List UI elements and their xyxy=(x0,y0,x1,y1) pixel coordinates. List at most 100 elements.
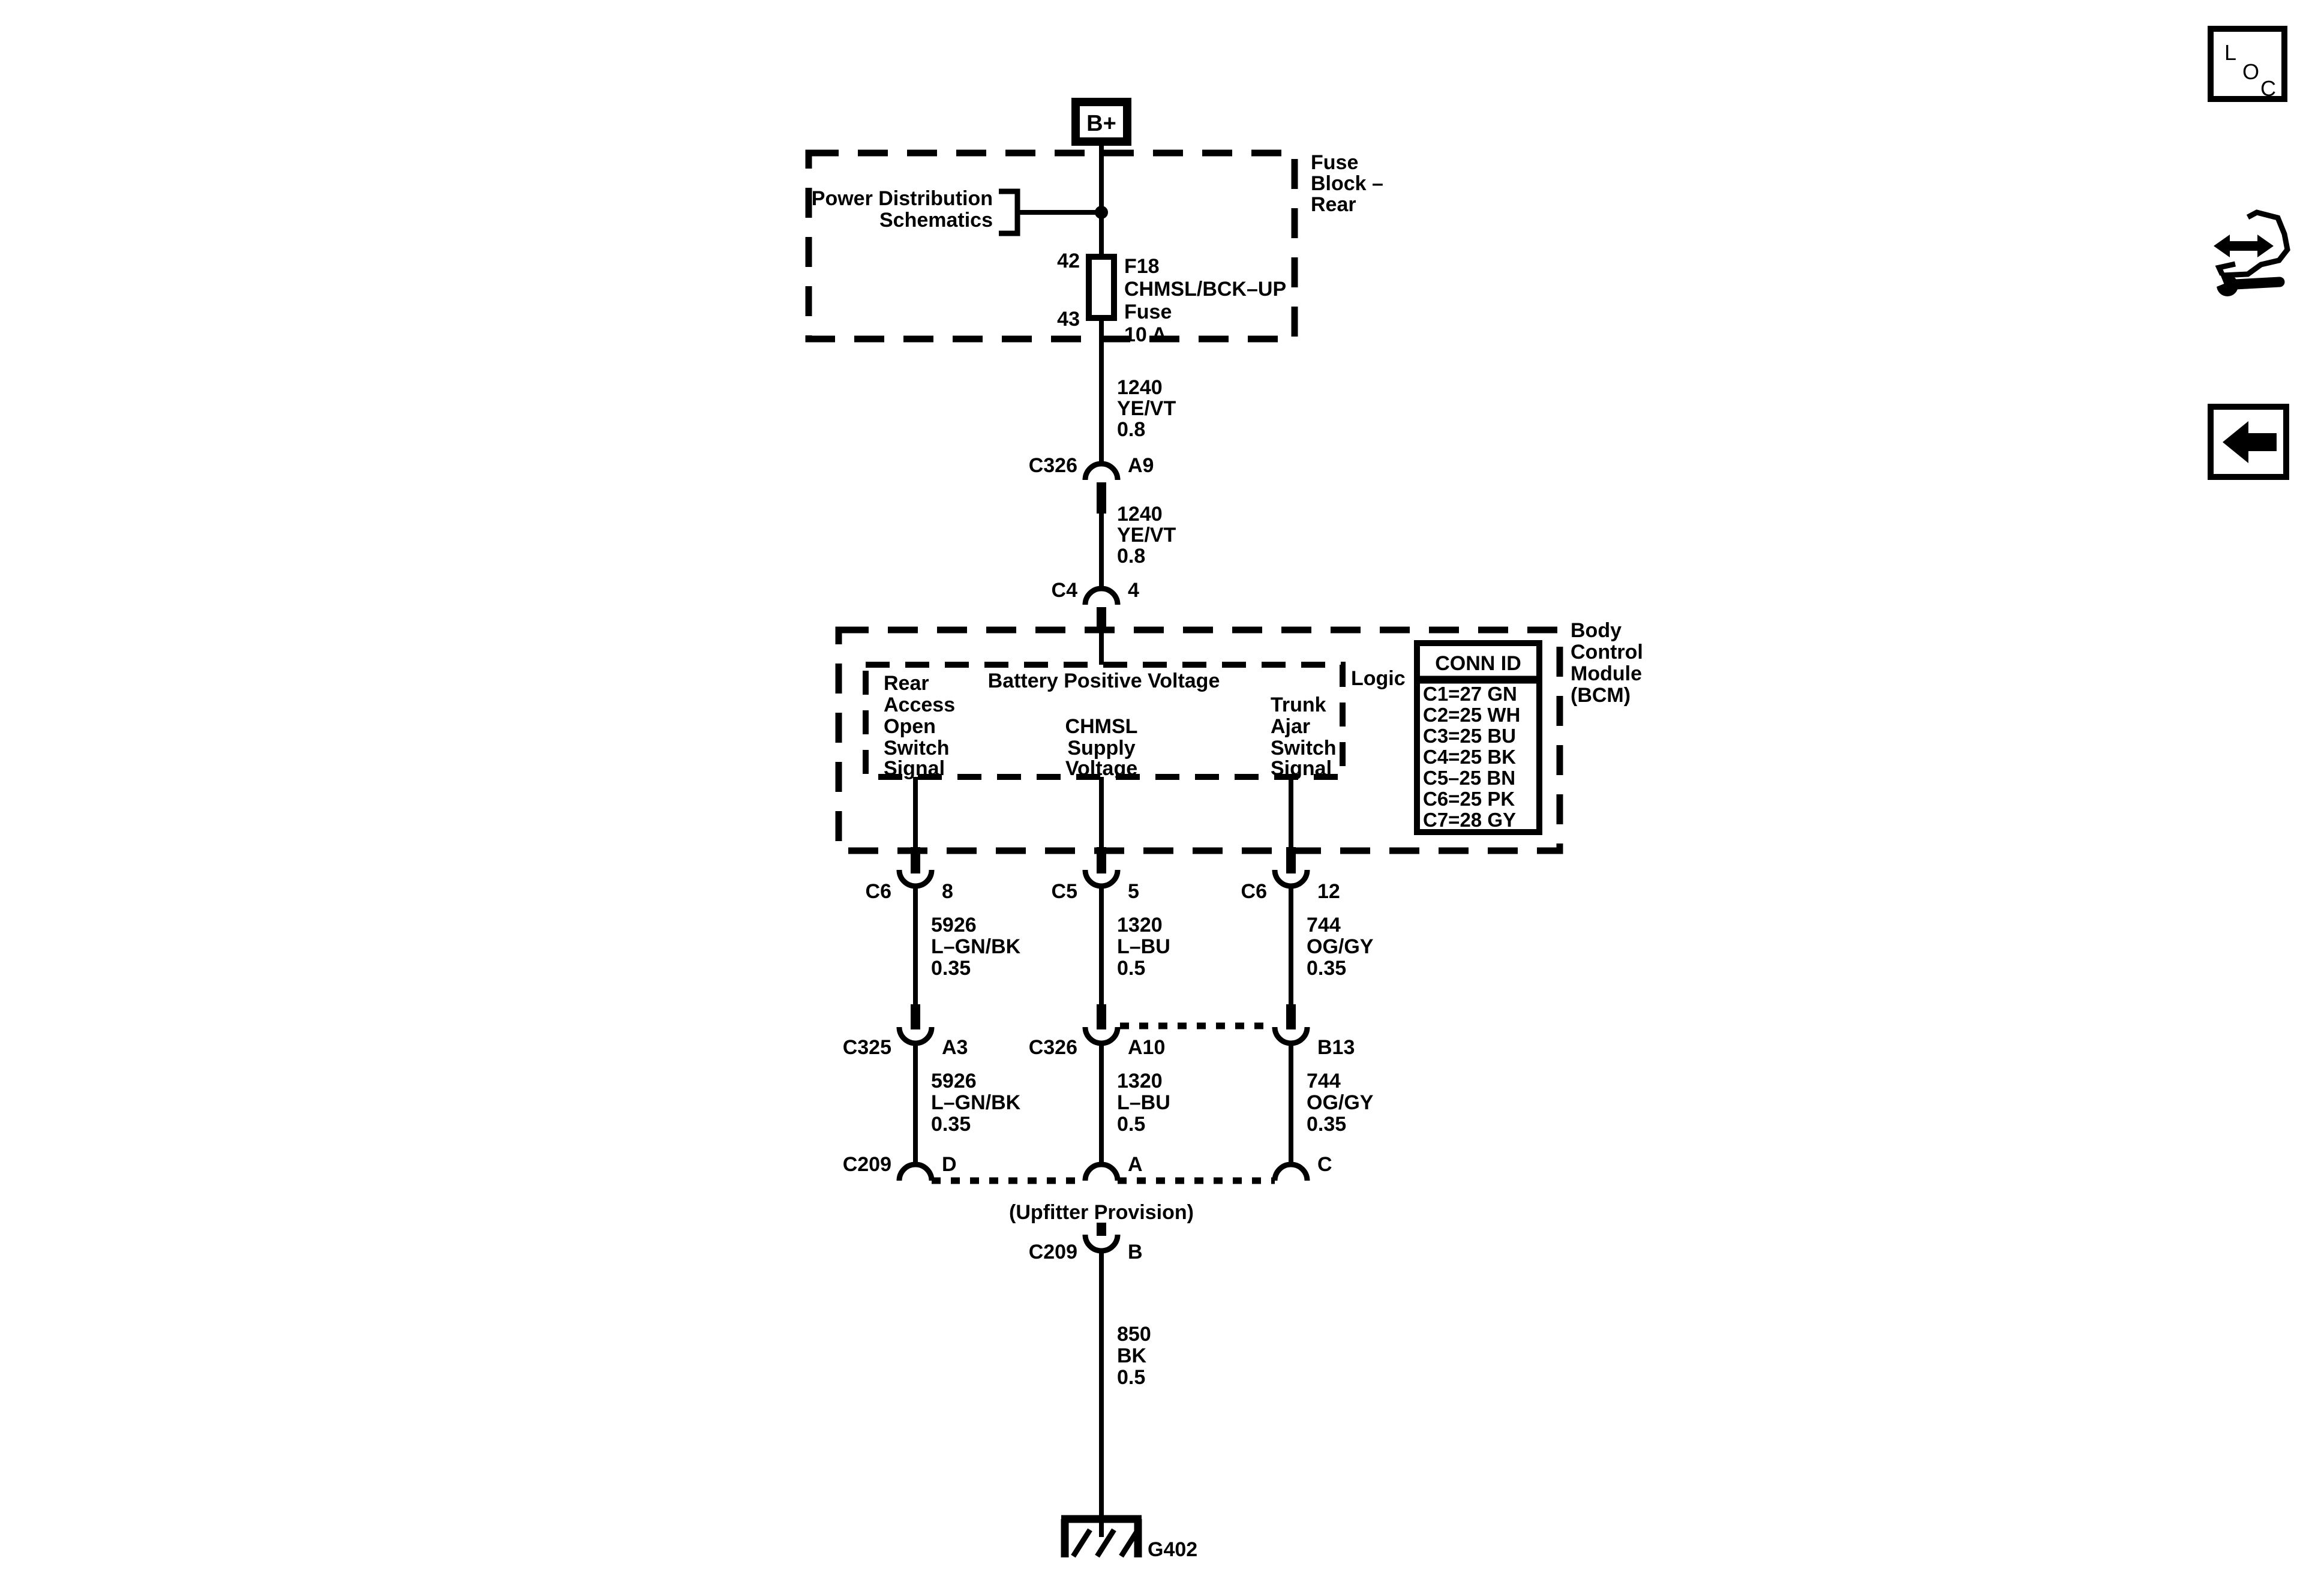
wrench-notch xyxy=(2211,275,2224,288)
fuse-block-name-line3: Rear xyxy=(1311,193,1356,216)
fuse-terminal-top: 42 xyxy=(1057,250,1080,272)
ground-hatch-2 xyxy=(1095,1528,1116,1558)
conn-id-row-1: C1=27 GN xyxy=(1423,683,1517,705)
conn-id-header: CONN ID xyxy=(1435,652,1521,675)
wire850-size: 0.5 xyxy=(1117,1366,1145,1389)
fuse-block-name-line2: Block – xyxy=(1311,172,1383,195)
branch-circuits-section: C6 8 C5 5 C6 12 5926 L–GN/BK 0.35 1320 L… xyxy=(843,777,1374,1263)
connector-c5-5-name: C5 xyxy=(1052,880,1077,903)
wire1320-lower-circuit: 1320 xyxy=(1117,1070,1163,1092)
connector-c4-4-name: C4 xyxy=(1052,579,1078,602)
loc-button[interactable]: L O C xyxy=(2208,26,2287,102)
bcm-logic-label: Logic xyxy=(1351,667,1406,690)
wire1320-lower-color: L–BU xyxy=(1117,1091,1170,1114)
fuse-block-name-line1: Fuse xyxy=(1311,151,1358,174)
conn-id-table-border xyxy=(1414,640,1542,835)
wire1240-lower-circuit: 1240 xyxy=(1117,503,1163,526)
connector-c6-12-pin: 12 xyxy=(1317,880,1340,903)
connector-c209-a-symbol xyxy=(1082,1161,1121,1181)
fuse-device: Fuse xyxy=(1124,301,1172,323)
bcm-pin-rear-access-line3: Open xyxy=(884,715,936,738)
connector-b13-symbol xyxy=(1272,1026,1310,1046)
conn-id-row-7: C7=28 GY xyxy=(1423,809,1516,831)
conn-id-row-6: C6=25 PK xyxy=(1423,788,1515,810)
connector-b13-stub xyxy=(1286,1004,1296,1029)
wire744-upper-color: OG/GY xyxy=(1307,935,1374,958)
bcm-pin-chmsl-line2: Supply xyxy=(1067,737,1135,760)
repair-tools-button[interactable] xyxy=(2211,209,2290,296)
connector-c4-4-symbol xyxy=(1082,586,1121,605)
loc-button-border[interactable] xyxy=(2208,26,2287,102)
connector-c6-12-stub xyxy=(1286,847,1296,873)
junction-dot xyxy=(1095,206,1108,219)
connector-c326-a10-stub xyxy=(1097,1004,1106,1029)
bcm-dashed-box xyxy=(835,626,1563,854)
connector-c4-4-pin: 4 xyxy=(1128,579,1139,602)
connector-c326-a9-symbol xyxy=(1082,461,1121,481)
wire744-upper-circuit: 744 xyxy=(1307,914,1341,936)
wire850-color: BK xyxy=(1117,1344,1147,1367)
connector-b13-pin: B13 xyxy=(1317,1036,1355,1059)
ground-section: 850 BK 0.5 G402 xyxy=(1061,1251,1197,1561)
connector-c209-d-symbol xyxy=(896,1161,935,1181)
connector-c5-5-pin: 5 xyxy=(1128,880,1139,903)
connector-c6-8-pin: 8 xyxy=(942,880,953,903)
connector-c209-a-pin: A xyxy=(1128,1153,1143,1176)
wire744-lower-circuit: 744 xyxy=(1307,1070,1341,1092)
conn-id-row-3: C3=25 BU xyxy=(1423,725,1516,747)
connector-c209-d-name: C209 xyxy=(843,1153,891,1176)
fuse-f18-symbol xyxy=(1086,254,1117,321)
connector-c209-c-symbol xyxy=(1272,1161,1310,1181)
loc-letter-l: L xyxy=(2224,40,2236,65)
bcm-logic-dashed-box xyxy=(863,662,1346,780)
power-ref-line2: Schematics xyxy=(879,209,993,232)
bcm-pin-battery-positive: Battery Positive Voltage xyxy=(988,670,1220,692)
upfitter-provision-label: (Upfitter Provision) xyxy=(1009,1201,1194,1224)
wire5926-upper-color: L–GN/BK xyxy=(931,935,1021,958)
bcm-pin-rear-access-line2: Access xyxy=(884,694,955,716)
double-arrow-icon xyxy=(2214,235,2274,257)
bcm-pin-rear-access-line5: Signal xyxy=(884,757,945,780)
wire1320-upper-circuit: 1320 xyxy=(1117,914,1163,936)
back-button[interactable] xyxy=(2208,404,2289,480)
connector-c5-5-stub xyxy=(1097,847,1106,873)
connector-c325-a3-name: C325 xyxy=(843,1036,891,1059)
conn-id-table: CONN ID C1=27 GN C2=25 WH C3=25 BU C4=25… xyxy=(1414,640,1542,835)
wire5926-upper-circuit: 5926 xyxy=(931,914,977,936)
conn-id-row-4: C4=25 BK xyxy=(1423,746,1516,768)
wire744-upper-size: 0.35 xyxy=(1307,957,1346,980)
bcm-name-line3: Module xyxy=(1571,662,1642,685)
wire1240-upper-circuit: 1240 xyxy=(1117,376,1163,399)
wire5926-upper-size: 0.35 xyxy=(931,957,971,980)
wire1240-upper-color: YE/VT xyxy=(1117,397,1176,420)
connector-c325-a3-pin: A3 xyxy=(942,1036,968,1059)
bcm-pin-rear-access-line4: Switch xyxy=(884,737,950,760)
connector-c326-a9-name: C326 xyxy=(1029,454,1077,477)
bcm-pin-trunk-line4: Signal xyxy=(1271,757,1332,780)
bcm-name-line4: (BCM) xyxy=(1571,684,1631,707)
wire1320-upper-size: 0.5 xyxy=(1117,957,1145,980)
conn-id-row-5: C5–25 BN xyxy=(1423,767,1515,789)
fuse-rating: 10 A xyxy=(1124,323,1167,346)
loc-letter-c: C xyxy=(2260,76,2276,101)
part-outline-icon xyxy=(2215,209,2290,278)
bcm-name-line1: Body xyxy=(1571,619,1622,642)
connector-c209-b-symbol xyxy=(1082,1234,1121,1254)
wire850-circuit: 850 xyxy=(1117,1323,1151,1346)
wire5926-lower-color: L–GN/BK xyxy=(931,1091,1021,1114)
power-ref-line1: Power Distribution xyxy=(812,187,993,210)
back-arrow-icon xyxy=(2223,421,2277,463)
connector-c326-a9-pin: A9 xyxy=(1128,454,1154,477)
connector-c209-b-stub xyxy=(1097,1223,1106,1236)
connector-c209-b-name: C209 xyxy=(1029,1241,1077,1263)
bcm-pin-trunk-line2: Ajar xyxy=(1271,715,1310,738)
wire5926-lower-size: 0.35 xyxy=(931,1113,971,1136)
wire1240-upper-size: 0.8 xyxy=(1117,418,1145,441)
side-toolbar: L O C xyxy=(2208,26,2290,480)
wire1240-lower-size: 0.8 xyxy=(1117,545,1145,568)
connector-c326-a10-symbol xyxy=(1082,1026,1121,1046)
connector-c326-a9-stub xyxy=(1097,482,1106,514)
connector-c209-c-pin: C xyxy=(1317,1153,1332,1176)
